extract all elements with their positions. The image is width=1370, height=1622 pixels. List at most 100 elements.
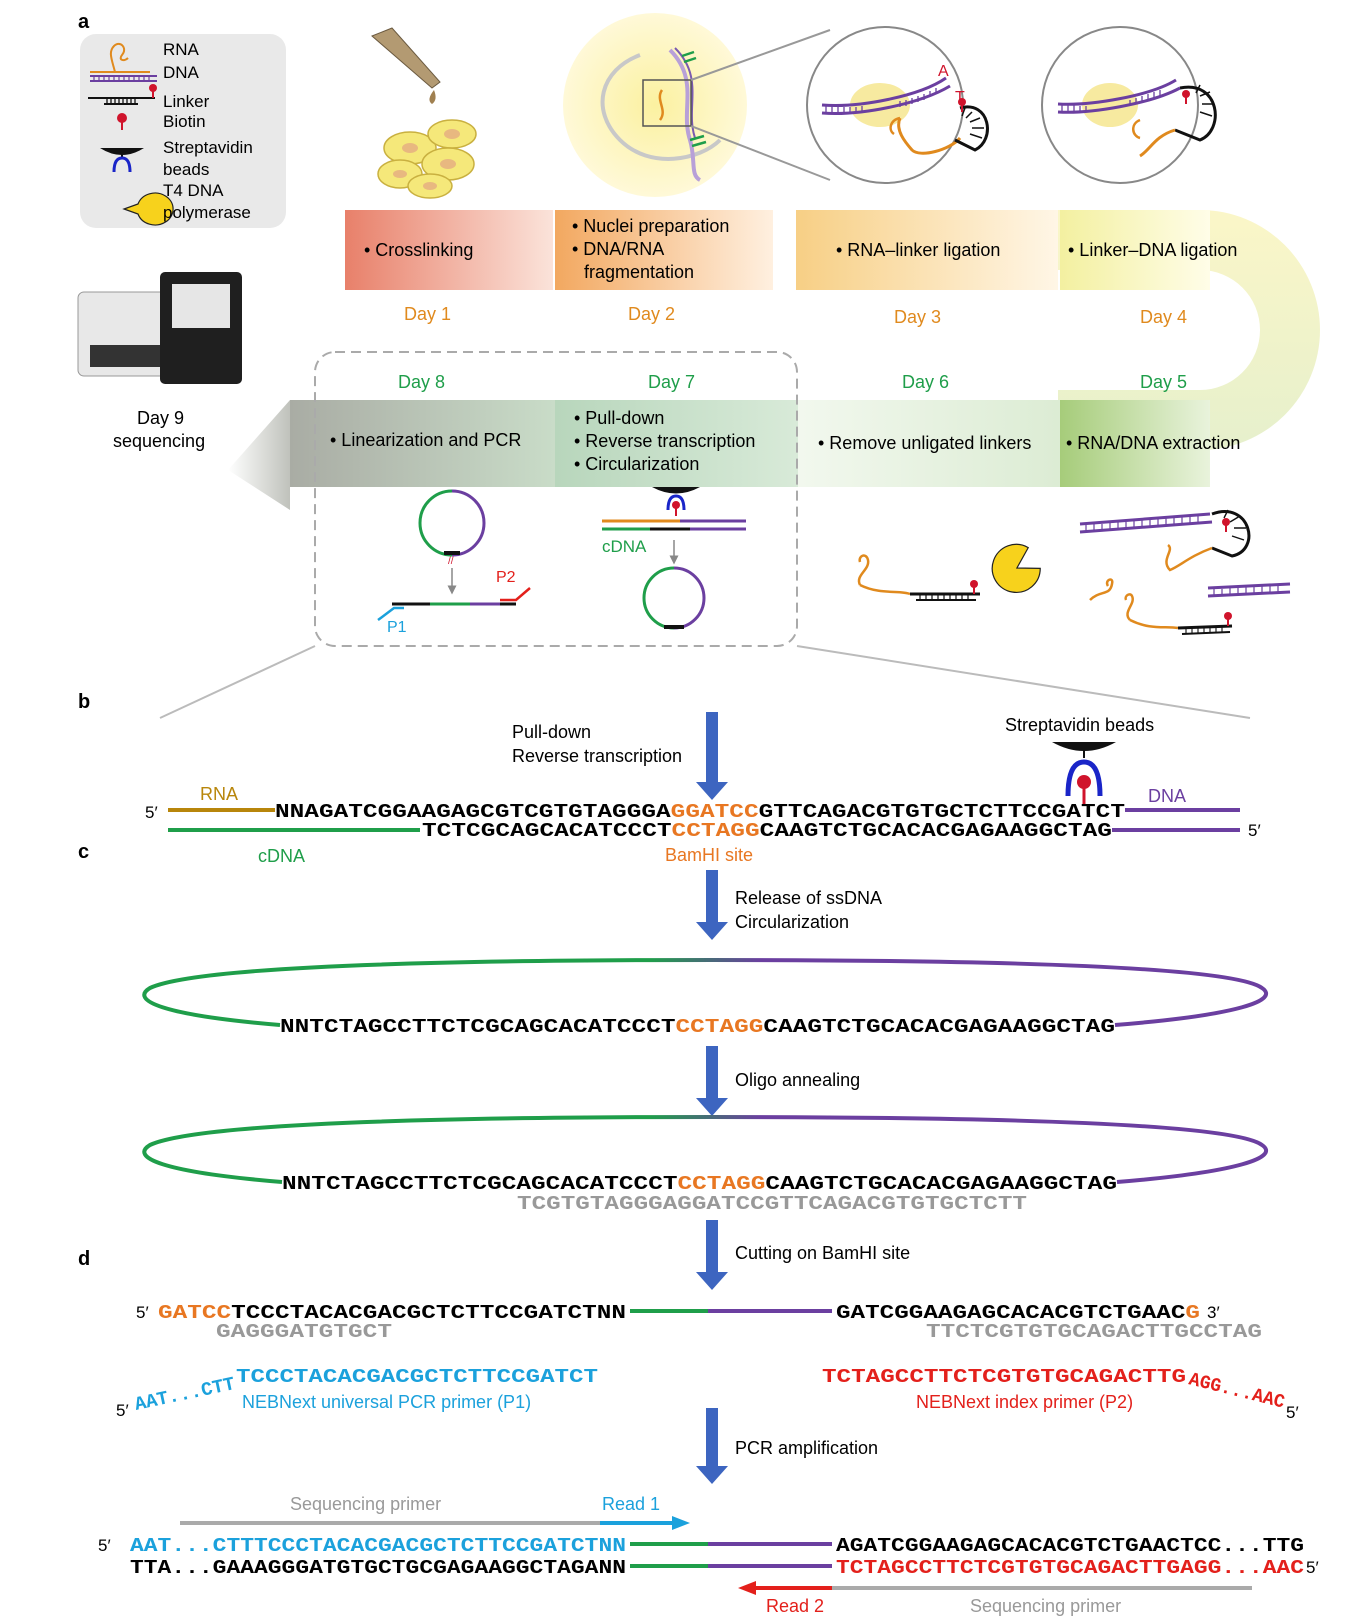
streptavidin-bead-icon — [100, 148, 144, 173]
cdna-label: cDNA — [602, 537, 647, 556]
d-final-top-left: AAT...CTTTCCCTACACGACGCTCTTCCGATCTNN — [130, 1535, 626, 1557]
d-final-bottom-right: TCTAGCCTTCTCGTGTGCAGACTTGAGG...AAC — [836, 1557, 1304, 1579]
step-band-day2 — [555, 210, 773, 290]
rna-dna-extraction-icon — [1079, 509, 1291, 635]
legend-rna: RNA — [163, 40, 200, 59]
down-arrow-d — [696, 1408, 728, 1484]
read1-label: Read 1 — [602, 1494, 660, 1514]
step-band-day8 — [290, 400, 555, 487]
legend: RNA DNA Linker Biotin Streptavidin beads… — [80, 34, 286, 228]
d-five-prime-left: 5′ — [136, 1303, 149, 1322]
b-bot-seq-c: CAAGTCTGCACACGAGAAGGCTAG — [760, 820, 1112, 842]
d-left-oligo: GAGGGATGTGCT — [216, 1321, 392, 1343]
step-band-day3 — [796, 210, 1058, 290]
c-arrow-oligo: Oligo annealing — [735, 1070, 860, 1090]
c-seq-a: NNTCTAGCCTTCTCGCAGCACATCCCT — [280, 1016, 676, 1038]
d-final-five-top: 5′ — [98, 1536, 111, 1555]
d-left-bamhi: GATCC — [158, 1302, 231, 1324]
day-2-label: Day 2 — [628, 304, 675, 324]
pulldown-circularization-icon: cDNA — [602, 487, 746, 630]
p1-five-prime: 5′ — [116, 1401, 129, 1420]
c-annealed-oligo: TCGTGTAGGGAGGATCCGTTCAGACGTGTGCTCTT — [517, 1193, 1027, 1215]
day-4-label: Day 4 — [1140, 307, 1187, 327]
circular-ssdna-1 — [142, 957, 1269, 1027]
day-8-label: Day 8 — [398, 372, 445, 392]
step-band-day6 — [798, 400, 1060, 487]
d-three-prime: 3′ — [1207, 1303, 1220, 1322]
legend-dna: DNA — [163, 63, 200, 82]
sequencer-icon — [77, 272, 242, 384]
b-top-seq-c: GTTCAGACGTGTGCTCTTCCGATCT — [759, 801, 1125, 823]
step-band-day4 — [1060, 210, 1210, 290]
legend-t4-2: polymerase — [163, 203, 251, 222]
step-remove-linkers: • Remove unligated linkers — [818, 433, 1031, 453]
b-beads-label: Streptavidin beads — [1005, 715, 1154, 735]
step-pull-down: • Pull-down — [574, 408, 664, 428]
b-five-prime-left: 5′ — [145, 803, 158, 822]
legend-beads-1: Streptavidin — [163, 138, 253, 157]
step-nuclei-prep: • Nuclei preparation — [572, 216, 729, 236]
b-streptavidin-icon — [1052, 742, 1116, 804]
d-right-g: G — [1185, 1302, 1200, 1324]
linker-dna-ligation-detail-icon — [1041, 26, 1217, 184]
b-five-prime-right: 5′ — [1248, 821, 1261, 840]
down-arrow-c2 — [696, 1046, 728, 1116]
p1-name: NEBNext universal PCR primer (P1) — [242, 1392, 531, 1412]
step-linker-dna-ligation: • Linker–DNA ligation — [1068, 240, 1237, 260]
down-arrow-b — [696, 712, 728, 800]
d-final-top-right: AGATCGGAAGAGCACACGTCTGAACTCC...TTG — [836, 1535, 1304, 1557]
step-rna-linker-ligation: • RNA–linker ligation — [836, 240, 1000, 260]
nucleus-icon — [563, 13, 831, 197]
rna-linker-ligation-detail-icon: A T — [806, 26, 989, 184]
step-fragmentation-2: fragmentation — [584, 262, 694, 282]
linearization-pcr-icon: // P1 P2 — [377, 489, 531, 636]
d-left-seq: TCCCTACACGACGCTCTTCCGATCTNN — [231, 1302, 626, 1324]
c-seq-c: CAAGTCTGCACACGAGAAGGCTAG — [763, 1016, 1115, 1038]
day-9-sequencing: sequencing — [113, 431, 205, 451]
pipette-cells-icon — [371, 27, 477, 199]
panel-label-c: c — [78, 841, 89, 863]
p1-label: P1 — [387, 619, 407, 636]
day-9-label: Day 9 — [137, 408, 184, 428]
p1-tail: AAT...CTT — [133, 1373, 237, 1416]
panel-label-a: a — [78, 11, 90, 33]
d-final-five-bottom: 5′ — [1306, 1558, 1319, 1577]
panel-c: Release of ssDNA Circularization NNTCTAG… — [142, 870, 1269, 1290]
panel-label-b: b — [78, 691, 90, 713]
d-arrow-pcr: PCR amplification — [735, 1438, 878, 1458]
day-3-label: Day 3 — [894, 307, 941, 327]
c-seq-bamhi: CCTAGG — [676, 1016, 764, 1038]
seq-primer-left-label: Sequencing primer — [290, 1494, 441, 1514]
panel-label-d: d — [78, 1248, 90, 1270]
day-7-label: Day 7 — [648, 372, 695, 392]
b-cdna-label: cDNA — [258, 846, 305, 866]
p2-tail: AGG...AAC — [1187, 1368, 1287, 1413]
c-seq2-a: NNTCTAGCCTTCTCGCAGCACATCCCT — [282, 1173, 678, 1195]
step-band-day7 — [555, 400, 798, 487]
b-dna-label: DNA — [1148, 786, 1186, 806]
b-top-seq-bamhi: GGATCC — [671, 801, 759, 823]
seq-primer-right-label: Sequencing primer — [970, 1596, 1121, 1616]
step-band-day1 — [345, 210, 553, 290]
overhang-a-label: A — [938, 63, 949, 80]
d-final-bottom-left: TTA...GAAAGGGATGTGCTGCGAGAAGGCTAGANN — [130, 1557, 626, 1579]
b-bot-seq-a: TCTCGCAGCACATCCCT — [422, 820, 672, 842]
overhang-t-label: T — [955, 89, 965, 106]
step-fragmentation-1: • DNA/RNA — [572, 239, 664, 259]
legend-linker: Linker — [163, 92, 210, 111]
read2-label: Read 2 — [766, 1596, 824, 1616]
d-right-oligo: TTCTCGTGTGCAGACTTGCCTAG — [926, 1321, 1262, 1343]
remove-linkers-icon — [857, 543, 1041, 601]
c-seq2-bamhi: CCTAGG — [678, 1173, 766, 1195]
legend-biotin: Biotin — [163, 112, 206, 131]
b-bot-seq-bamhi: CCTAGG — [672, 820, 760, 842]
biotin-icon — [117, 113, 127, 130]
rna-icon — [90, 42, 150, 73]
